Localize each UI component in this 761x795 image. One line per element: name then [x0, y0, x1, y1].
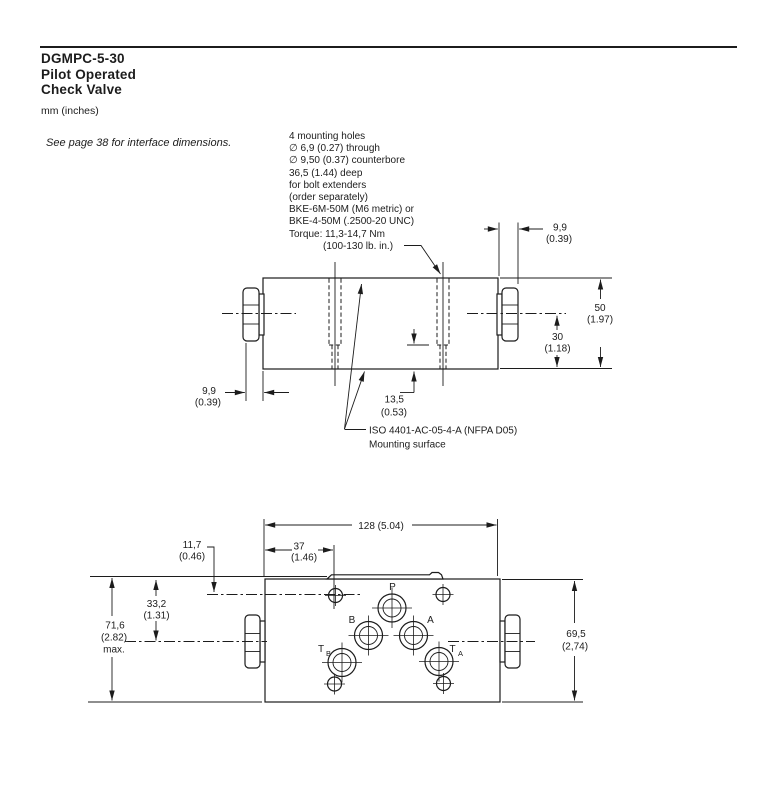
port-label-tb-main: T	[318, 644, 324, 655]
note-line: ∅ 9,50 (0.37) counterbore	[289, 155, 406, 167]
mounting-holes-note: 4 mounting holes ∅ 6,9 (0.27) through ∅ …	[289, 131, 414, 253]
port-b	[348, 615, 389, 656]
dim-37-mm: 37	[293, 542, 305, 553]
note-line: ∅ 6,9 (0.27) through	[289, 143, 380, 155]
right-hex-nut	[501, 287, 519, 342]
mounting-holes-leader	[404, 245, 441, 275]
port-label-ta-sub: A	[458, 649, 463, 658]
note-line: BKE-4-50M (.2500-20 UNC)	[289, 216, 415, 228]
dim-height: 50 (1.97)	[500, 277, 613, 369]
port-a	[393, 615, 434, 656]
dim-overall-length: 128 (5.04)	[263, 519, 498, 576]
dim-69-5-mm: 69,5	[566, 629, 586, 640]
note-line: 4 mounting holes	[289, 131, 366, 142]
note-line-torque-inlb: (100-130 lb. in.)	[323, 240, 394, 252]
dim-11-7-mm: 11,7	[183, 540, 202, 551]
dim-top-to-centerline: 33,2 (1.31)	[143, 580, 170, 641]
interface-note: See page 38 for interface dimensions.	[46, 137, 232, 149]
dim-50-mm: 50	[594, 303, 606, 314]
port-label-tb-sub: B	[326, 649, 331, 658]
header-divider	[40, 46, 737, 48]
port-label-ta-main: T	[450, 644, 456, 655]
title-block: DGMPC-5-30 Pilot Operated Check Valve	[41, 51, 136, 98]
dim-9-9-right-in: (0.39)	[546, 234, 572, 245]
port-tb	[322, 642, 362, 683]
bolt-hole-top-left	[325, 585, 346, 606]
dim-50-in: (1.97)	[587, 315, 613, 326]
left-nut-collar	[258, 293, 265, 336]
port-label-a: A	[427, 615, 434, 626]
note-line: BKE-6M-50M (M6 metric) or	[289, 204, 415, 216]
dim-edge-to-first-hole: 37 (1.46)	[265, 542, 333, 564]
bolt-hole-top-right	[432, 584, 454, 605]
dim-9-9-left-in: (0.39)	[195, 398, 221, 409]
top-view-body	[88, 545, 535, 703]
dim-nut-protrusion-left: 9,9 (0.39)	[195, 343, 289, 409]
dim-37-in: (1.46)	[291, 553, 317, 564]
dim-9-9-right-mm: 9,9	[553, 223, 567, 234]
dim-30-in: (1.18)	[544, 344, 570, 355]
dim-9-9-left-mm: 9,9	[202, 386, 216, 397]
dim-128-label: 128 (5.04)	[358, 521, 404, 532]
note-line: for bolt extenders	[289, 179, 367, 191]
port-labels: P B A T B T A	[318, 582, 463, 658]
dim-counterbore-to-bottom: 13,5 (0.53)	[381, 329, 429, 419]
units-note: mm (inches)	[41, 105, 99, 117]
port-p	[372, 588, 412, 628]
port-label-p: P	[389, 582, 396, 593]
port-pattern	[322, 584, 459, 695]
page-subtitle-1: Pilot Operated	[41, 66, 137, 82]
side-view-body	[222, 277, 566, 370]
bolt-hole-bottom-left	[324, 673, 345, 695]
cover-plate	[325, 571, 444, 580]
bolt-hole-bottom-right	[433, 673, 454, 694]
port-ta	[419, 641, 459, 682]
dim-69-5-in: (2,74)	[562, 642, 588, 653]
page-subtitle-2: Check Valve	[41, 82, 123, 97]
dim-71-6-mm: 71,6	[105, 621, 125, 632]
note-line: Torque: 11,3-14,7 Nm	[289, 228, 385, 240]
dim-71-6-max: max.	[103, 645, 125, 656]
mounting-surface-label-line1: ISO 4401-AC-05-4-A (NFPA D05)	[369, 426, 517, 437]
side-view-counterbore-holes	[328, 262, 450, 386]
dim-overall-height-max: 71,6 (2.82) max.	[101, 578, 127, 701]
dim-71-6-in: (2.82)	[101, 633, 127, 644]
dim-nut-protrusion-right: 9,9 (0.39)	[484, 222, 572, 284]
dim-11-7-in: (0.46)	[179, 552, 205, 563]
page-title: DGMPC-5-30	[41, 51, 125, 66]
note-line: (order separately)	[289, 192, 368, 204]
dim-13-5-in: (0.53)	[381, 408, 407, 419]
mounting-surface-label-line2: Mounting surface	[369, 440, 446, 451]
right-nut-collar	[496, 293, 503, 336]
left-hex-nut	[242, 287, 260, 342]
dim-13-5-mm: 13,5	[385, 395, 405, 406]
dim-body-height: 69,5 (2,74)	[502, 579, 588, 703]
dim-30-mm: 30	[552, 332, 564, 343]
dim-33-2-in: (1.31)	[143, 611, 169, 622]
dim-33-2-mm: 33,2	[147, 599, 167, 610]
dim-centerline-to-bottom: 30 (1.18)	[544, 315, 571, 367]
note-line: 36,5 (1.44) deep	[289, 167, 363, 179]
dim-top-to-hole-row: 11,7 (0.46)	[179, 540, 217, 592]
port-label-b: B	[349, 615, 356, 626]
mounting-surface-callout: ISO 4401-AC-05-4-A (NFPA D05) Mounting s…	[344, 283, 517, 451]
